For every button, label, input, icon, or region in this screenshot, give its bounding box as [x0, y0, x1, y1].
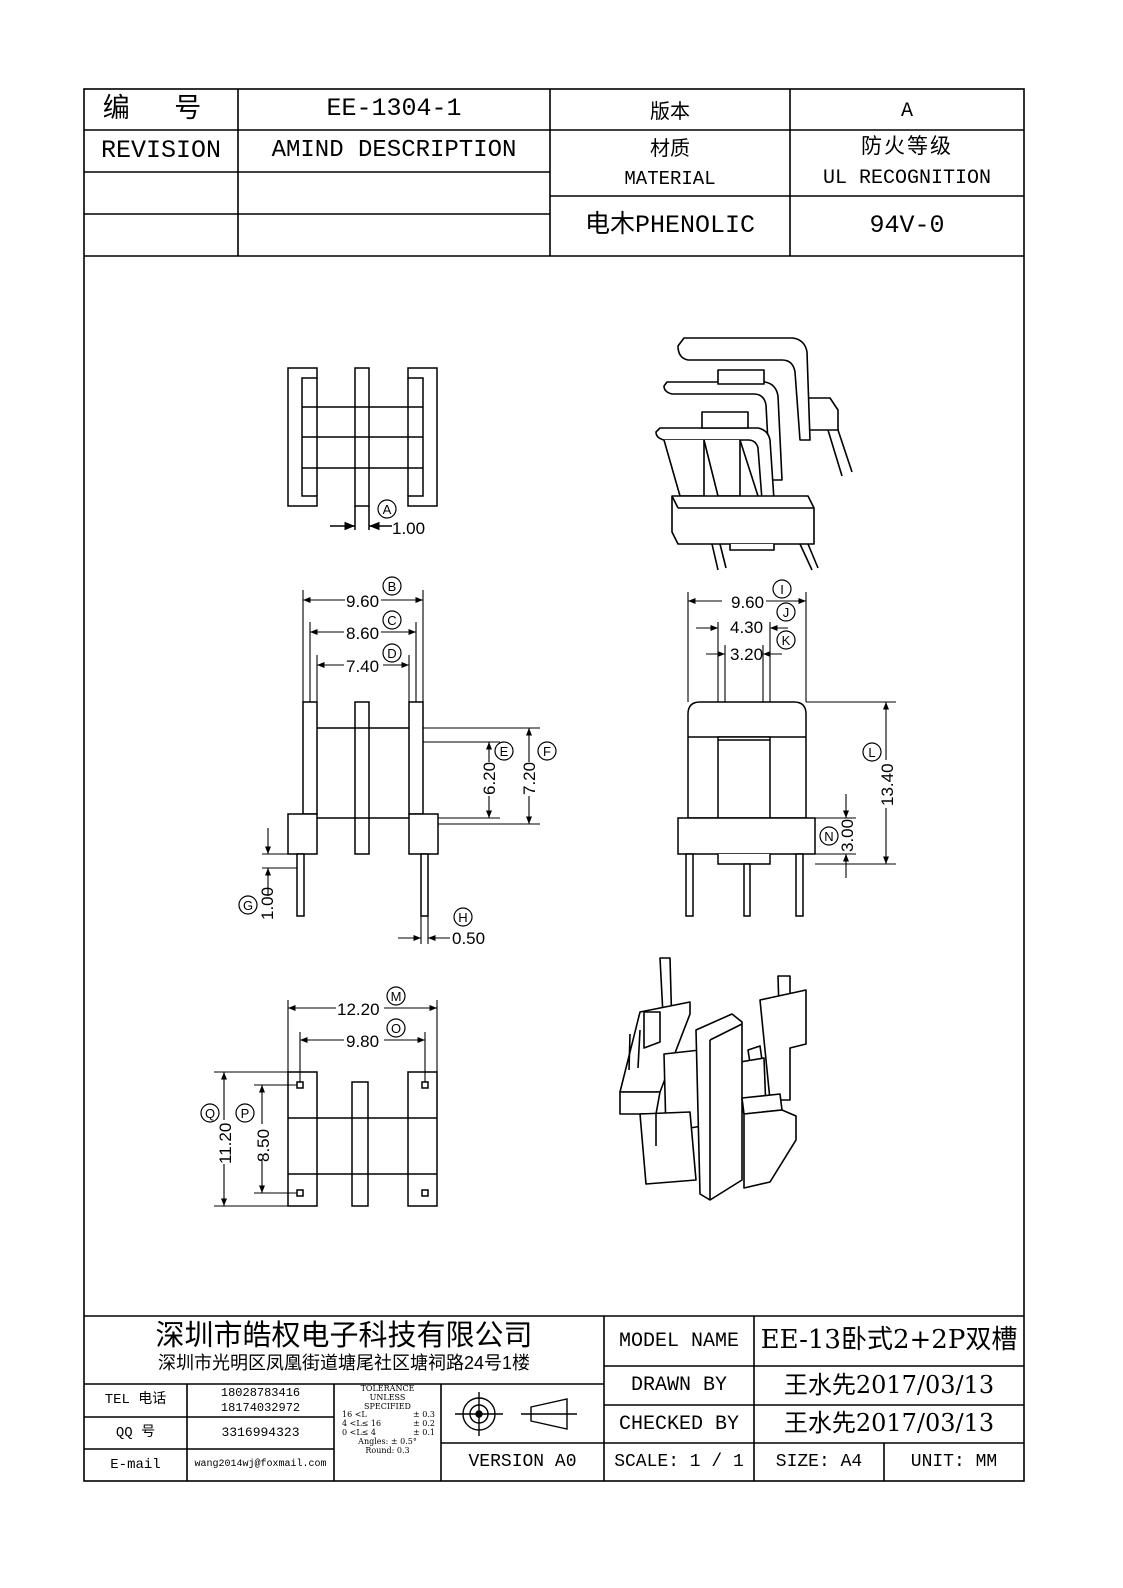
- dim-G-value: 1.00: [258, 887, 277, 920]
- front-view-dim-text: 9.60 B 8.60 C 7.40 D 6.20 E 7.20 F 1.00 …: [238, 576, 557, 948]
- tolerance-value: ± 0.3: [413, 1410, 435, 1420]
- dim-B-marker: B: [388, 579, 397, 594]
- dim-Q-value: 11.20: [216, 1123, 235, 1164]
- material-label-en: MATERIAL: [624, 168, 716, 191]
- dim-K-value: 3.20: [730, 645, 763, 664]
- company-address: 深圳市光明区凤凰街道塘尾社区塘祠路24号1楼: [157, 1352, 531, 1373]
- version-value: A: [900, 100, 913, 123]
- dim-L-value: 13.40: [878, 763, 897, 806]
- dim-P-value: 8.50: [254, 1129, 273, 1162]
- dim-H-marker: H: [458, 910, 467, 925]
- dim-E-marker: E: [500, 744, 509, 759]
- tel-number-2: 18174032972: [220, 1400, 301, 1415]
- tolerance-range: 0 <L≤ 4: [342, 1427, 376, 1437]
- tolerance-row: 16 <L ± 0.3: [334, 1411, 441, 1420]
- tolerance-range: 4 <L≤ 16: [342, 1419, 382, 1429]
- ul-value: 94V-0: [869, 210, 945, 240]
- version-label: 版本: [650, 99, 690, 123]
- dim-C-value: 8.60: [346, 624, 379, 643]
- dim-I-value: 9.60: [731, 593, 764, 612]
- front-view: [287, 701, 439, 917]
- bottom-view: [287, 1071, 438, 1207]
- checked-by-value: 王水先2017/03/13: [783, 1409, 995, 1438]
- qq-number: 3316994323: [221, 1425, 300, 1441]
- dim-O-value: 9.80: [346, 1032, 379, 1051]
- tolerance-value: ± 0.1: [413, 1427, 435, 1437]
- dim-H-value: 0.50: [452, 929, 485, 948]
- front-view-dims: [262, 590, 540, 944]
- version-text: VERSION A0: [468, 1451, 577, 1472]
- side-view-dim-text: 9.60 I J 4.30 K 3.20 L 13.40 N 3.00: [730, 579, 897, 852]
- tolerance-title: TOLERANCE: [360, 1384, 415, 1393]
- dim-A-marker: A: [383, 502, 392, 517]
- tolerance-value: ± 0.2: [413, 1419, 435, 1429]
- tolerance-range: 16 <L: [342, 1410, 367, 1420]
- checked-by-label: CHECKED BY: [618, 1412, 740, 1436]
- email-address: wang2014wj@foxmail.com: [194, 1458, 327, 1470]
- drawn-by-label: DRAWN BY: [630, 1374, 727, 1397]
- material-value: 电木PHENOLIC: [584, 210, 756, 240]
- dim-N-marker: N: [824, 829, 833, 844]
- tolerance-block: TOLERANCE UNLESS SPECIFIED 16 <L ± 0.3 4…: [334, 1384, 441, 1481]
- ul-label-cn: 防火等级: [861, 133, 953, 158]
- number-label: 编 号: [102, 93, 220, 125]
- dim-G-marker: G: [243, 898, 253, 913]
- drawn-by-value: 王水先2017/03/13: [783, 1370, 995, 1399]
- tolerance-round: Round: 0.3: [365, 1445, 410, 1455]
- dim-L-marker: L: [868, 745, 875, 760]
- dim-C-marker: C: [387, 613, 396, 628]
- dim-M-value: 12.20: [337, 1000, 380, 1019]
- dim-I-marker: I: [780, 582, 784, 597]
- tolerance-row: 4 <L≤ 16 ± 0.2: [334, 1419, 441, 1429]
- dim-F-marker: F: [543, 744, 551, 759]
- dim-J-marker: J: [783, 605, 790, 620]
- dim-M-marker: M: [391, 989, 402, 1004]
- dim-Q-marker: Q: [205, 1106, 215, 1121]
- qq-label: QQ 号: [115, 1424, 156, 1441]
- dim-B-value: 9.60: [346, 592, 379, 611]
- material-label-cn: 材质: [650, 135, 690, 160]
- dim-P-marker: P: [241, 1106, 250, 1121]
- projection-symbol-icon: [455, 1392, 577, 1436]
- dim-J-value: 4.30: [730, 618, 763, 637]
- dim-N-value: 3.00: [838, 819, 857, 852]
- dim-D-marker: D: [387, 646, 396, 661]
- tolerance-unless: UNLESS: [369, 1392, 406, 1402]
- email-label: E-mail: [110, 1456, 161, 1473]
- dim-F-value: 7.20: [520, 762, 539, 795]
- model-name-label: MODEL NAME: [618, 1329, 740, 1353]
- ul-label-en: UL RECOGNITION: [822, 166, 992, 190]
- tolerance-angles: Angles: ± 0.5°: [358, 1436, 417, 1446]
- bottom-view-dim-text: 12.20 M 9.80 O Q 11.20 P 8.50: [200, 986, 406, 1164]
- size-text: SIZE: A4: [775, 1451, 863, 1472]
- part-number: EE-1304-1: [326, 94, 462, 124]
- tolerance-specified: SPECIFIED: [364, 1401, 411, 1411]
- dim-A-value: 1.00: [392, 519, 425, 538]
- tel-label: TEL 电话: [104, 1392, 167, 1409]
- scale-text: SCALE: 1 / 1: [614, 1451, 744, 1472]
- dim-K-marker: K: [782, 633, 791, 648]
- amind-description-label: AMIND DESCRIPTION: [271, 137, 517, 165]
- dim-E-value: 6.20: [480, 762, 499, 795]
- dim-D-value: 7.40: [346, 657, 379, 676]
- iso-view-top: [655, 337, 853, 571]
- outer-border: [83, 88, 1025, 1482]
- dim-A: A 1.00: [377, 499, 425, 538]
- revision-label: REVISION: [100, 135, 222, 165]
- iso-view-bottom: [619, 957, 807, 1201]
- unit-text: UNIT: MM: [910, 1451, 998, 1472]
- side-view: [677, 701, 816, 917]
- bottom-view-dims: [214, 1000, 438, 1207]
- company-name: 深圳市皓权电子科技有限公司: [155, 1317, 533, 1352]
- side-view-dims: [687, 592, 896, 878]
- tel-number-1: 18028783416: [220, 1385, 301, 1400]
- tolerance-row: 0 <L≤ 4 ± 0.1: [334, 1427, 441, 1438]
- top-view: [287, 367, 438, 531]
- model-name-value: EE-13卧式2+2P双槽: [760, 1325, 1018, 1356]
- dim-O-marker: O: [391, 1021, 401, 1036]
